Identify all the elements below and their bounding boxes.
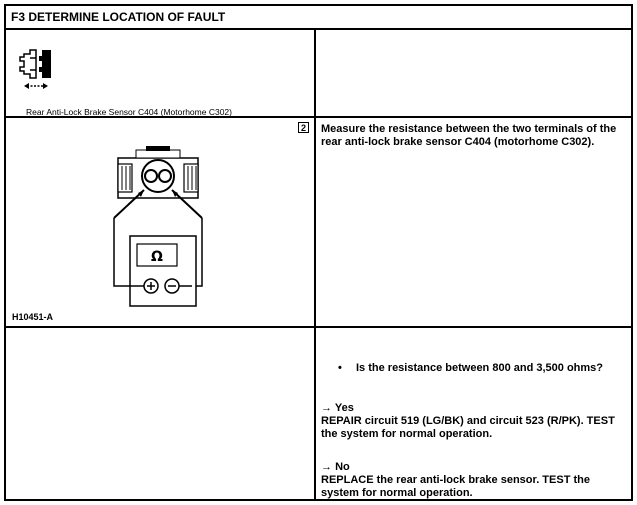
- arrow-right-icon: →: [321, 461, 332, 473]
- result-cell: • Is the resistance between 800 and 3,500…: [316, 328, 633, 499]
- yes-label: Yes: [334, 402, 354, 414]
- no-label: No: [335, 461, 350, 473]
- procedure-table: F3 DETERMINE LOCATION OF FAULT Rear Anti…: [4, 4, 633, 501]
- row-divider-2: [6, 326, 631, 328]
- diagram-cell: 2 Ω: [6, 118, 314, 326]
- connector-caption: Rear Anti-Lock Brake Sensor C404 (Motorh…: [26, 107, 232, 117]
- instruction-text: Measure the resistance between the two t…: [321, 123, 617, 148]
- step-number: 2: [298, 122, 309, 133]
- row-divider-1: [6, 116, 631, 118]
- connector-icon: [19, 49, 51, 89]
- yes-text: REPAIR circuit 519 (LG/BK) and circuit 5…: [321, 415, 615, 440]
- instruction-cell: Measure the resistance between the two t…: [316, 118, 633, 326]
- answer-no: → No REPLACE the rear anti-lock brake se…: [321, 461, 626, 500]
- question-text: Is the resistance between 800 and 3,500 …: [356, 362, 603, 374]
- no-text: REPLACE the rear anti-lock brake sensor.…: [321, 474, 590, 499]
- figure-id: H10451-A: [12, 312, 54, 322]
- column-divider: [314, 30, 316, 499]
- ohmmeter-diagram: Ω: [113, 146, 203, 307]
- question: • Is the resistance between 800 and 3,500…: [338, 362, 603, 374]
- connector-cell: Rear Anti-Lock Brake Sensor C404 (Motorh…: [6, 30, 314, 117]
- ohm-symbol: Ω: [151, 249, 163, 265]
- bullet-icon: •: [338, 362, 342, 374]
- section-title: F3 DETERMINE LOCATION OF FAULT: [6, 6, 631, 30]
- arrow-right-icon: →: [321, 402, 332, 414]
- answer-yes: → Yes REPAIR circuit 519 (LG/BK) and cir…: [321, 402, 626, 441]
